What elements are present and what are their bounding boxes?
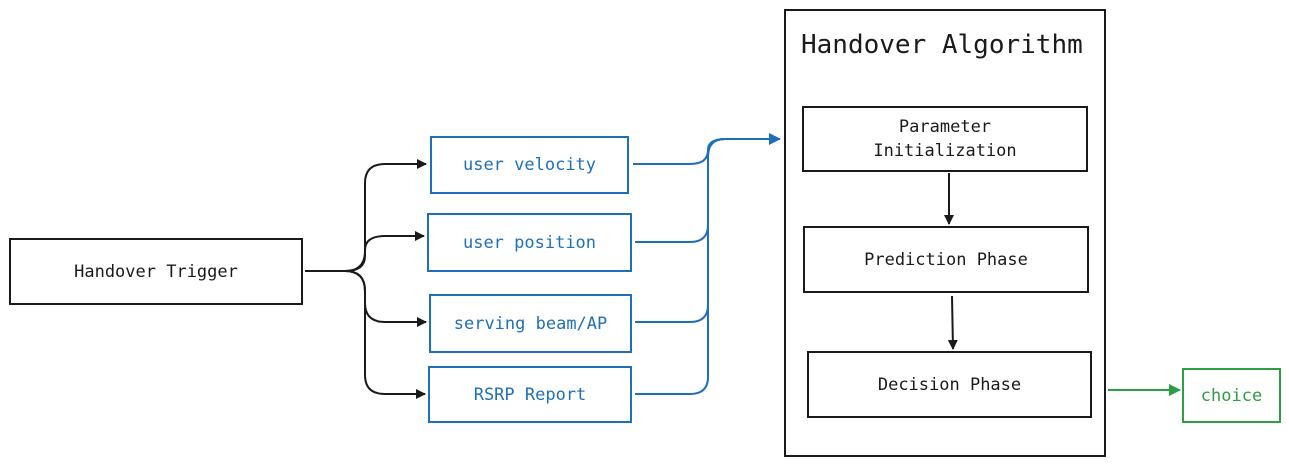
serving-beam-label: serving beam/AP <box>453 313 608 334</box>
handover-algorithm-title: Handover Algorithm <box>801 30 1083 60</box>
serving-beam-box: serving beam/AP <box>429 294 632 353</box>
parameter-initialization-box: Parameter Initialization <box>802 106 1088 172</box>
trigger-fanout-arrows <box>305 159 427 399</box>
handover-trigger-label: Handover Trigger <box>74 261 238 282</box>
decision-phase-box: Decision Phase <box>807 351 1092 418</box>
merge-from-serving-beam <box>635 138 726 323</box>
merge-from-rsrp-report <box>635 138 726 395</box>
input-merge-arrows <box>633 133 781 395</box>
rsrp-report-box: RSRP Report <box>428 366 632 423</box>
user-position-label: user position <box>462 232 597 253</box>
arrow-prediction-to-decision <box>947 295 958 350</box>
choice-label: choice <box>1200 385 1263 406</box>
algorithm-flow-arrows <box>944 173 958 350</box>
arrow-to-rsrp-report <box>305 270 426 399</box>
user-position-box: user position <box>427 213 632 272</box>
choice-box: choice <box>1182 368 1281 423</box>
merge-from-user-position <box>635 138 726 243</box>
merge-from-user-velocity <box>633 133 781 165</box>
user-velocity-label: user velocity <box>462 155 597 175</box>
prediction-phase-label: Prediction Phase <box>864 249 1028 270</box>
handover-algorithm-container <box>784 9 1106 457</box>
decision-phase-label: Decision Phase <box>877 374 1022 395</box>
user-velocity-box: user velocity <box>430 136 629 194</box>
prediction-phase-box: Prediction Phase <box>803 226 1089 293</box>
arrow-to-user-position <box>305 231 425 272</box>
handover-trigger-box: Handover Trigger <box>9 238 303 305</box>
rsrp-report-label: RSRP Report <box>473 384 587 405</box>
parameter-initialization-label: Parameter Initialization <box>873 117 1017 161</box>
